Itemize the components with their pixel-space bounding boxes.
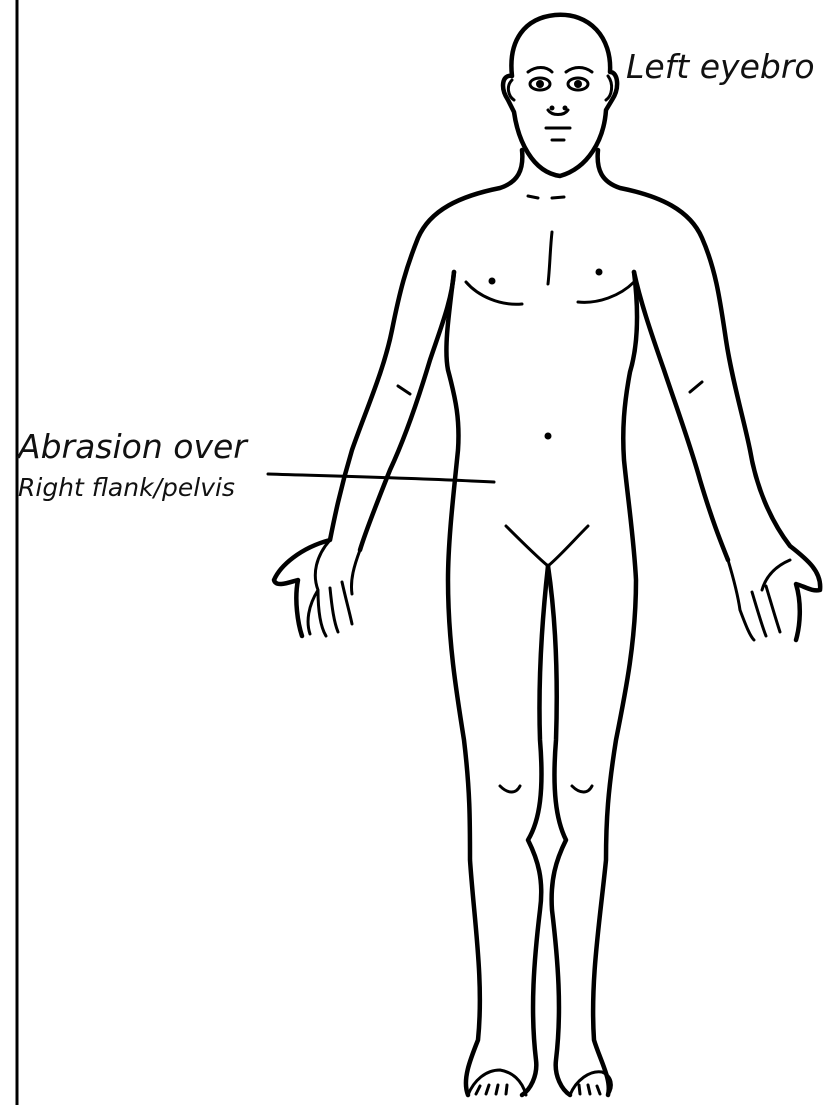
navel [545, 433, 552, 440]
nipple-left [596, 269, 603, 276]
ear-left [606, 76, 612, 100]
nostril-right [550, 106, 555, 111]
left-knee-mark [572, 786, 592, 792]
left-inner-leg [548, 566, 570, 1095]
nose [548, 110, 568, 115]
nipple-right [489, 278, 496, 285]
left-arm-inner [634, 272, 728, 560]
right-arm-inner [360, 272, 454, 550]
ear-right [508, 80, 514, 100]
body-outline [274, 150, 522, 636]
right-elbow-mark [398, 386, 410, 394]
nostril-left [563, 106, 568, 111]
groin-line [506, 526, 588, 566]
right-hand [308, 540, 360, 636]
left-foot [570, 1072, 611, 1095]
left-eyebrow-annotation: Left eyebro [626, 47, 815, 86]
right-knee-mark [500, 786, 520, 792]
pupil-right [536, 80, 544, 88]
chest-line-left [578, 282, 634, 302]
abrasion-annotation-line1: Abrasion over [16, 427, 249, 466]
clavicle-marks [528, 196, 564, 198]
left-arm-outer [598, 150, 821, 640]
torso-right-side [446, 272, 479, 1095]
sternum-line [548, 232, 552, 284]
right-foot [468, 1070, 526, 1095]
abrasion-pointer-line [268, 474, 494, 482]
right-inner-leg [522, 566, 548, 1095]
abrasion-annotation-line2: Right flank/pelvis [18, 473, 235, 502]
chest-line-right [466, 282, 522, 304]
pupil-left [574, 80, 582, 88]
eyebrow-right [528, 68, 552, 73]
left-hand [728, 560, 790, 640]
torso-left-side [593, 272, 637, 1095]
eyebrow-left [566, 68, 592, 73]
left-elbow-mark [690, 382, 702, 392]
